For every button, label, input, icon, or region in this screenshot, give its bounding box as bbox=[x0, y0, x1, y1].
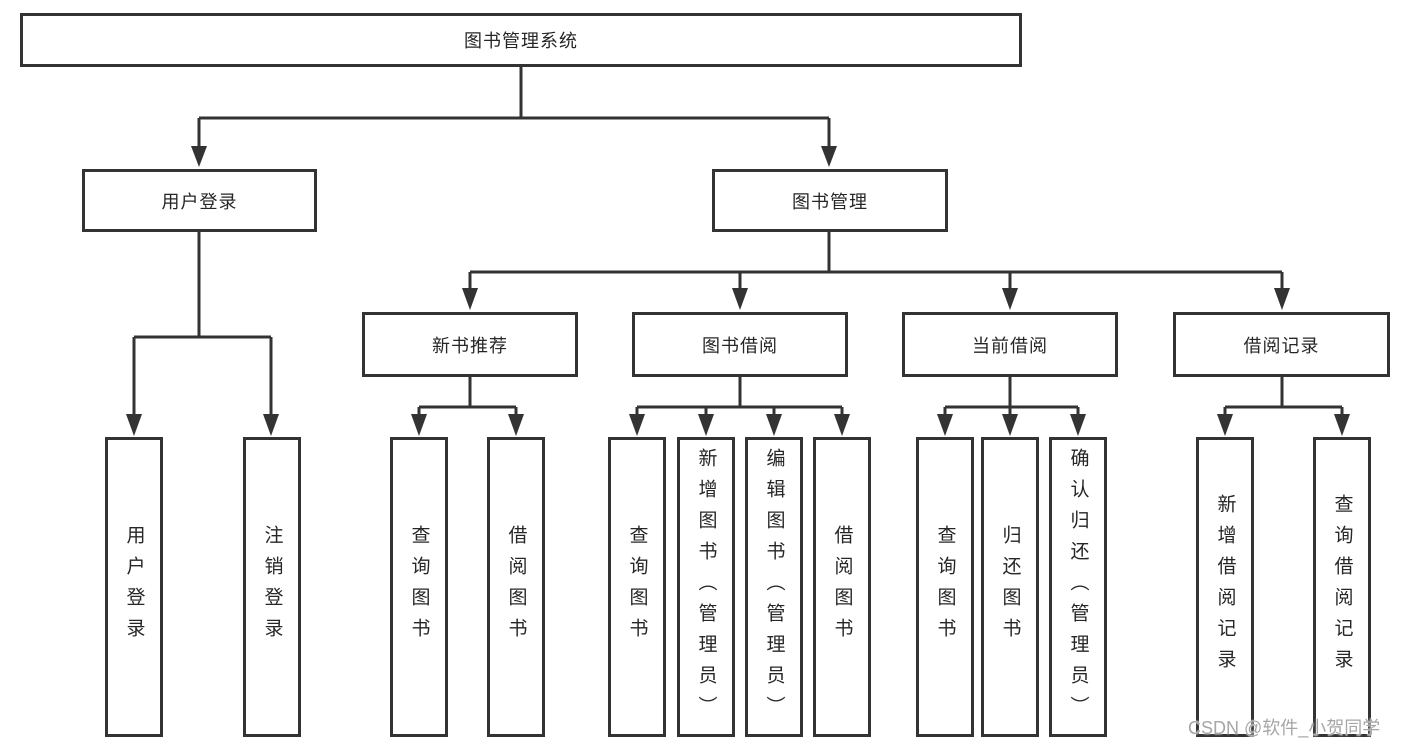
leaf-query-borrow-record-label: 查询借阅记录 bbox=[1331, 494, 1353, 680]
leaf-query-books-borrow-label: 查询图书 bbox=[626, 525, 648, 649]
leaf-query-books-borrow: 查询图书 bbox=[608, 437, 666, 737]
node-book-borrow: 图书借阅 bbox=[632, 312, 848, 377]
leaf-add-borrow-record: 新增借阅记录 bbox=[1196, 437, 1254, 737]
leaf-logout: 注销登录 bbox=[243, 437, 301, 737]
leaf-query-books-current: 查询图书 bbox=[916, 437, 974, 737]
arrow-down-icon bbox=[1002, 414, 1018, 436]
node-new-book-recommend-label: 新书推荐 bbox=[432, 335, 508, 356]
leaf-return-books-label: 归还图书 bbox=[999, 525, 1021, 649]
node-book-management-label: 图书管理 bbox=[792, 191, 868, 212]
leaf-user-login: 用户登录 bbox=[105, 437, 163, 737]
leaf-add-borrow-record-label: 新增借阅记录 bbox=[1214, 494, 1236, 680]
connector-new-book-recommend-children bbox=[411, 377, 524, 436]
node-book-management: 图书管理 bbox=[712, 169, 948, 232]
node-root: 图书管理系统 bbox=[20, 13, 1022, 67]
leaf-borrow-books-recommend-label: 借阅图书 bbox=[505, 525, 527, 649]
connector-current-borrow-children bbox=[937, 377, 1086, 436]
leaf-edit-books-admin-label: 编辑图书（管理员） bbox=[763, 447, 785, 727]
leaf-query-books-recommend: 查询图书 bbox=[390, 437, 448, 737]
leaf-query-books-current-label: 查询图书 bbox=[934, 525, 956, 649]
arrow-down-icon bbox=[1334, 414, 1350, 436]
csdn-watermark: CSDN @软件_小贺同学 bbox=[1188, 718, 1381, 738]
node-borrow-records: 借阅记录 bbox=[1173, 312, 1390, 377]
arrow-down-icon bbox=[732, 288, 748, 310]
arrow-down-icon bbox=[508, 414, 524, 436]
node-current-borrow-label: 当前借阅 bbox=[972, 335, 1048, 356]
arrow-down-icon bbox=[766, 414, 782, 436]
leaf-logout-label: 注销登录 bbox=[261, 525, 283, 649]
arrow-down-icon bbox=[1274, 288, 1290, 310]
leaf-add-books-admin: 新增图书（管理员） bbox=[677, 437, 735, 737]
connector-borrow-records-children bbox=[1217, 377, 1350, 436]
arrow-down-icon bbox=[1217, 414, 1233, 436]
leaf-user-login-label: 用户登录 bbox=[123, 525, 145, 649]
connector-root-to-level2 bbox=[191, 67, 837, 167]
node-borrow-records-label: 借阅记录 bbox=[1243, 335, 1320, 356]
node-user-login-label: 用户登录 bbox=[161, 191, 238, 212]
connector-book-borrow-children bbox=[629, 377, 850, 436]
leaf-borrow-books-label: 借阅图书 bbox=[831, 525, 853, 649]
connector-book-management-children bbox=[462, 232, 1290, 310]
arrow-down-icon bbox=[629, 414, 645, 436]
leaf-borrow-books: 借阅图书 bbox=[813, 437, 871, 737]
node-book-borrow-label: 图书借阅 bbox=[702, 335, 778, 356]
arrow-down-icon bbox=[834, 414, 850, 436]
arrow-down-icon bbox=[191, 146, 207, 167]
arrow-down-icon bbox=[263, 414, 279, 436]
arrow-down-icon bbox=[698, 414, 714, 436]
node-new-book-recommend: 新书推荐 bbox=[362, 312, 578, 377]
leaf-borrow-books-recommend: 借阅图书 bbox=[487, 437, 545, 737]
connector-user-login-children bbox=[126, 232, 279, 436]
leaf-confirm-return-admin-label: 确认归还（管理员） bbox=[1067, 447, 1089, 727]
node-root-label: 图书管理系统 bbox=[464, 31, 578, 51]
arrow-down-icon bbox=[411, 414, 427, 436]
arrow-down-icon bbox=[1070, 414, 1086, 436]
arrow-down-icon bbox=[126, 414, 142, 436]
leaf-return-books: 归还图书 bbox=[981, 437, 1039, 737]
node-user-login: 用户登录 bbox=[82, 169, 317, 232]
arrow-down-icon bbox=[462, 288, 478, 310]
node-current-borrow: 当前借阅 bbox=[902, 312, 1118, 377]
leaf-add-books-admin-label: 新增图书（管理员） bbox=[695, 447, 717, 727]
arrow-down-icon bbox=[1002, 288, 1018, 310]
leaf-confirm-return-admin: 确认归还（管理员） bbox=[1049, 437, 1107, 737]
arrow-down-icon bbox=[937, 414, 953, 436]
leaf-query-borrow-record: 查询借阅记录 bbox=[1313, 437, 1371, 737]
leaf-query-books-recommend-label: 查询图书 bbox=[408, 525, 430, 649]
arrow-down-icon bbox=[821, 146, 837, 167]
leaf-edit-books-admin: 编辑图书（管理员） bbox=[745, 437, 803, 737]
